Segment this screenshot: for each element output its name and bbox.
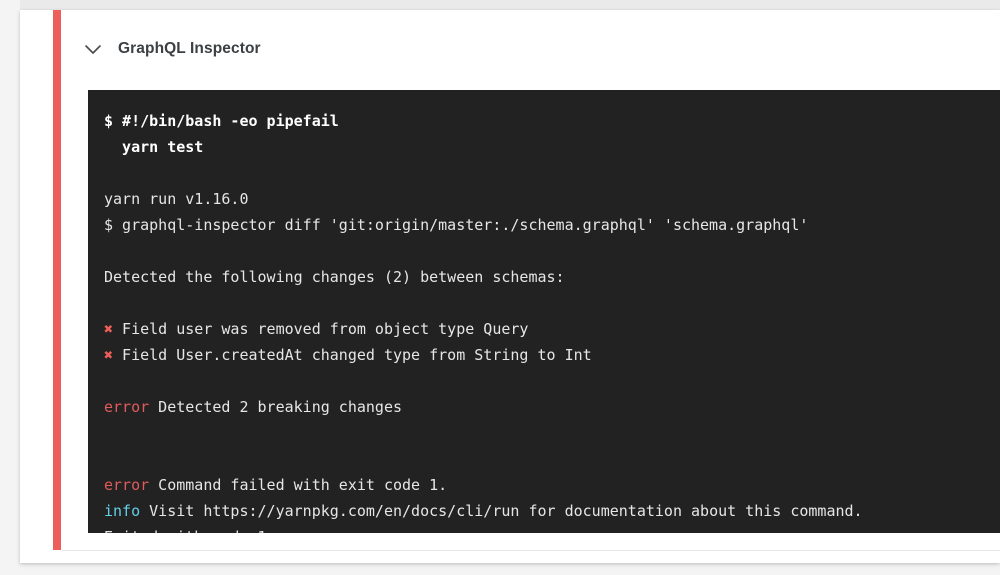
build-step-card: GraphQL Inspector $ #!/bin/bash -eo pipe…	[20, 10, 1000, 563]
terminal-token-bold: yarn test	[104, 138, 204, 156]
terminal-token-plain: $ graphql-inspector diff 'git:origin/mas…	[104, 216, 809, 234]
terminal-line: ✖ Field User.createdAt changed type from…	[104, 342, 1000, 368]
terminal-line: error Command failed with exit code 1.	[104, 472, 1000, 498]
step-status-rail	[53, 10, 61, 550]
terminal-token-error: error	[104, 476, 150, 494]
terminal-line	[104, 238, 1000, 264]
terminal-token-plain: Exited with code 1	[104, 528, 267, 533]
terminal-line: error Detected 2 breaking changes	[104, 394, 1000, 420]
terminal-log-panel[interactable]: $ #!/bin/bash -eo pipefail yarn test yar…	[88, 90, 1000, 533]
terminal-token-plain: Command failed with exit code 1.	[149, 476, 448, 494]
terminal-token-error: error	[104, 398, 150, 416]
terminal-token-plain: yarn run v1.16.0	[104, 190, 249, 208]
terminal-line	[104, 368, 1000, 394]
terminal-token-plain: Detected 2 breaking changes	[149, 398, 403, 416]
terminal-line: $ #!/bin/bash -eo pipefail	[104, 108, 1000, 134]
terminal-log-lines: $ #!/bin/bash -eo pipefail yarn test yar…	[104, 108, 1000, 533]
terminal-line: Exited with code 1	[104, 524, 1000, 533]
top-strip	[20, 0, 1000, 10]
terminal-line	[104, 420, 1000, 446]
terminal-line: yarn test	[104, 134, 1000, 160]
terminal-line: info Visit https://yarnpkg.com/en/docs/c…	[104, 498, 1000, 524]
card-footer	[61, 551, 1000, 563]
terminal-token-plain: Field User.createdAt changed type from S…	[113, 346, 592, 364]
terminal-line: ✖ Field user was removed from object typ…	[104, 316, 1000, 342]
chevron-down-icon[interactable]	[80, 36, 106, 62]
terminal-line	[104, 446, 1000, 472]
terminal-line	[104, 160, 1000, 186]
terminal-token-plain: Field user was removed from object type …	[113, 320, 529, 338]
terminal-token-bold: $ #!/bin/bash -eo pipefail	[104, 112, 339, 130]
terminal-token-cross: ✖	[104, 346, 114, 364]
terminal-line: yarn run v1.16.0	[104, 186, 1000, 212]
step-header[interactable]: GraphQL Inspector	[61, 20, 1000, 78]
terminal-line: $ graphql-inspector diff 'git:origin/mas…	[104, 212, 1000, 238]
terminal-line: Detected the following changes (2) betwe…	[104, 264, 1000, 290]
step-title: GraphQL Inspector	[118, 40, 261, 57]
terminal-token-info: info	[104, 502, 141, 520]
terminal-token-cross: ✖	[104, 320, 114, 338]
terminal-token-plain: Visit https://yarnpkg.com/en/docs/cli/ru…	[140, 502, 863, 520]
section-divider	[61, 550, 1000, 551]
terminal-line	[104, 290, 1000, 316]
terminal-token-plain: Detected the following changes (2) betwe…	[104, 268, 565, 286]
